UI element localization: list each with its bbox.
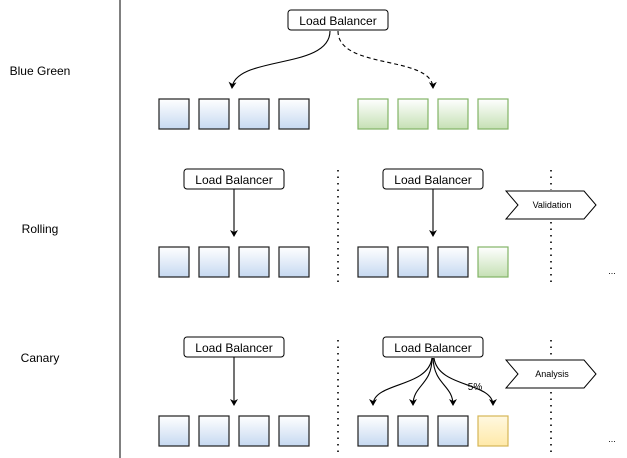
canary-edge-c <box>432 357 457 406</box>
blue-green-load-balancer-label: Load Balancer <box>299 14 376 28</box>
green-instance <box>477 98 509 130</box>
validation-step <box>504 190 597 220</box>
blue-green-standby-edge <box>337 30 437 89</box>
canary-instance <box>238 415 270 447</box>
canary-edge-a <box>369 357 433 406</box>
rolling-instance <box>198 246 230 278</box>
canary-instance <box>278 415 310 447</box>
canary-traffic-percent: 5% <box>468 382 483 393</box>
green-instance <box>397 98 429 130</box>
canary-load-balancer-1-label: Load Balancer <box>195 341 272 355</box>
rolling-load-balancer-1-label: Load Balancer <box>195 173 272 187</box>
rolling-instance <box>357 246 389 278</box>
blue-instance <box>198 98 230 130</box>
canary-instance <box>437 415 469 447</box>
rolling-ellipsis: ... <box>608 266 616 276</box>
canary-section: Load Balancer Load Balancer 5% Analysis … <box>158 336 616 452</box>
canary-ellipsis: ... <box>608 434 616 444</box>
rolling-section: Load Balancer Load Balancer Validation .… <box>158 168 616 282</box>
canary-load-balancer-2 <box>382 336 484 358</box>
green-instance <box>357 98 389 130</box>
rolling-instance <box>397 246 429 278</box>
rolling-instance <box>278 246 310 278</box>
blue-green-section: Load Balancer <box>158 9 509 130</box>
canary-edge-d <box>433 357 497 406</box>
row-label-blue-green: Blue Green <box>10 64 71 78</box>
canary-instance <box>158 415 190 447</box>
rolling-instance <box>238 246 270 278</box>
blue-instance <box>158 98 190 130</box>
canary-new-instance <box>477 415 509 447</box>
canary-instance <box>198 415 230 447</box>
analysis-step-label: Analysis <box>535 369 569 379</box>
canary-instance <box>357 415 389 447</box>
row-label-rolling: Rolling <box>22 222 59 236</box>
canary-edge-b <box>409 357 433 406</box>
row-label-canary: Canary <box>21 351 60 365</box>
canary-load-balancer-2-label: Load Balancer <box>394 341 471 355</box>
rolling-load-balancer-2-label: Load Balancer <box>394 173 471 187</box>
analysis-step <box>504 359 597 389</box>
rolling-new-instance <box>477 246 509 278</box>
green-instance <box>437 98 469 130</box>
validation-step-label: Validation <box>533 200 572 210</box>
canary-instance <box>397 415 429 447</box>
blue-green-load-balancer <box>287 9 389 31</box>
rolling-instance <box>158 246 190 278</box>
blue-green-active-edge <box>228 30 331 89</box>
blue-instance <box>278 98 310 130</box>
blue-instance <box>238 98 270 130</box>
rolling-instance <box>437 246 469 278</box>
